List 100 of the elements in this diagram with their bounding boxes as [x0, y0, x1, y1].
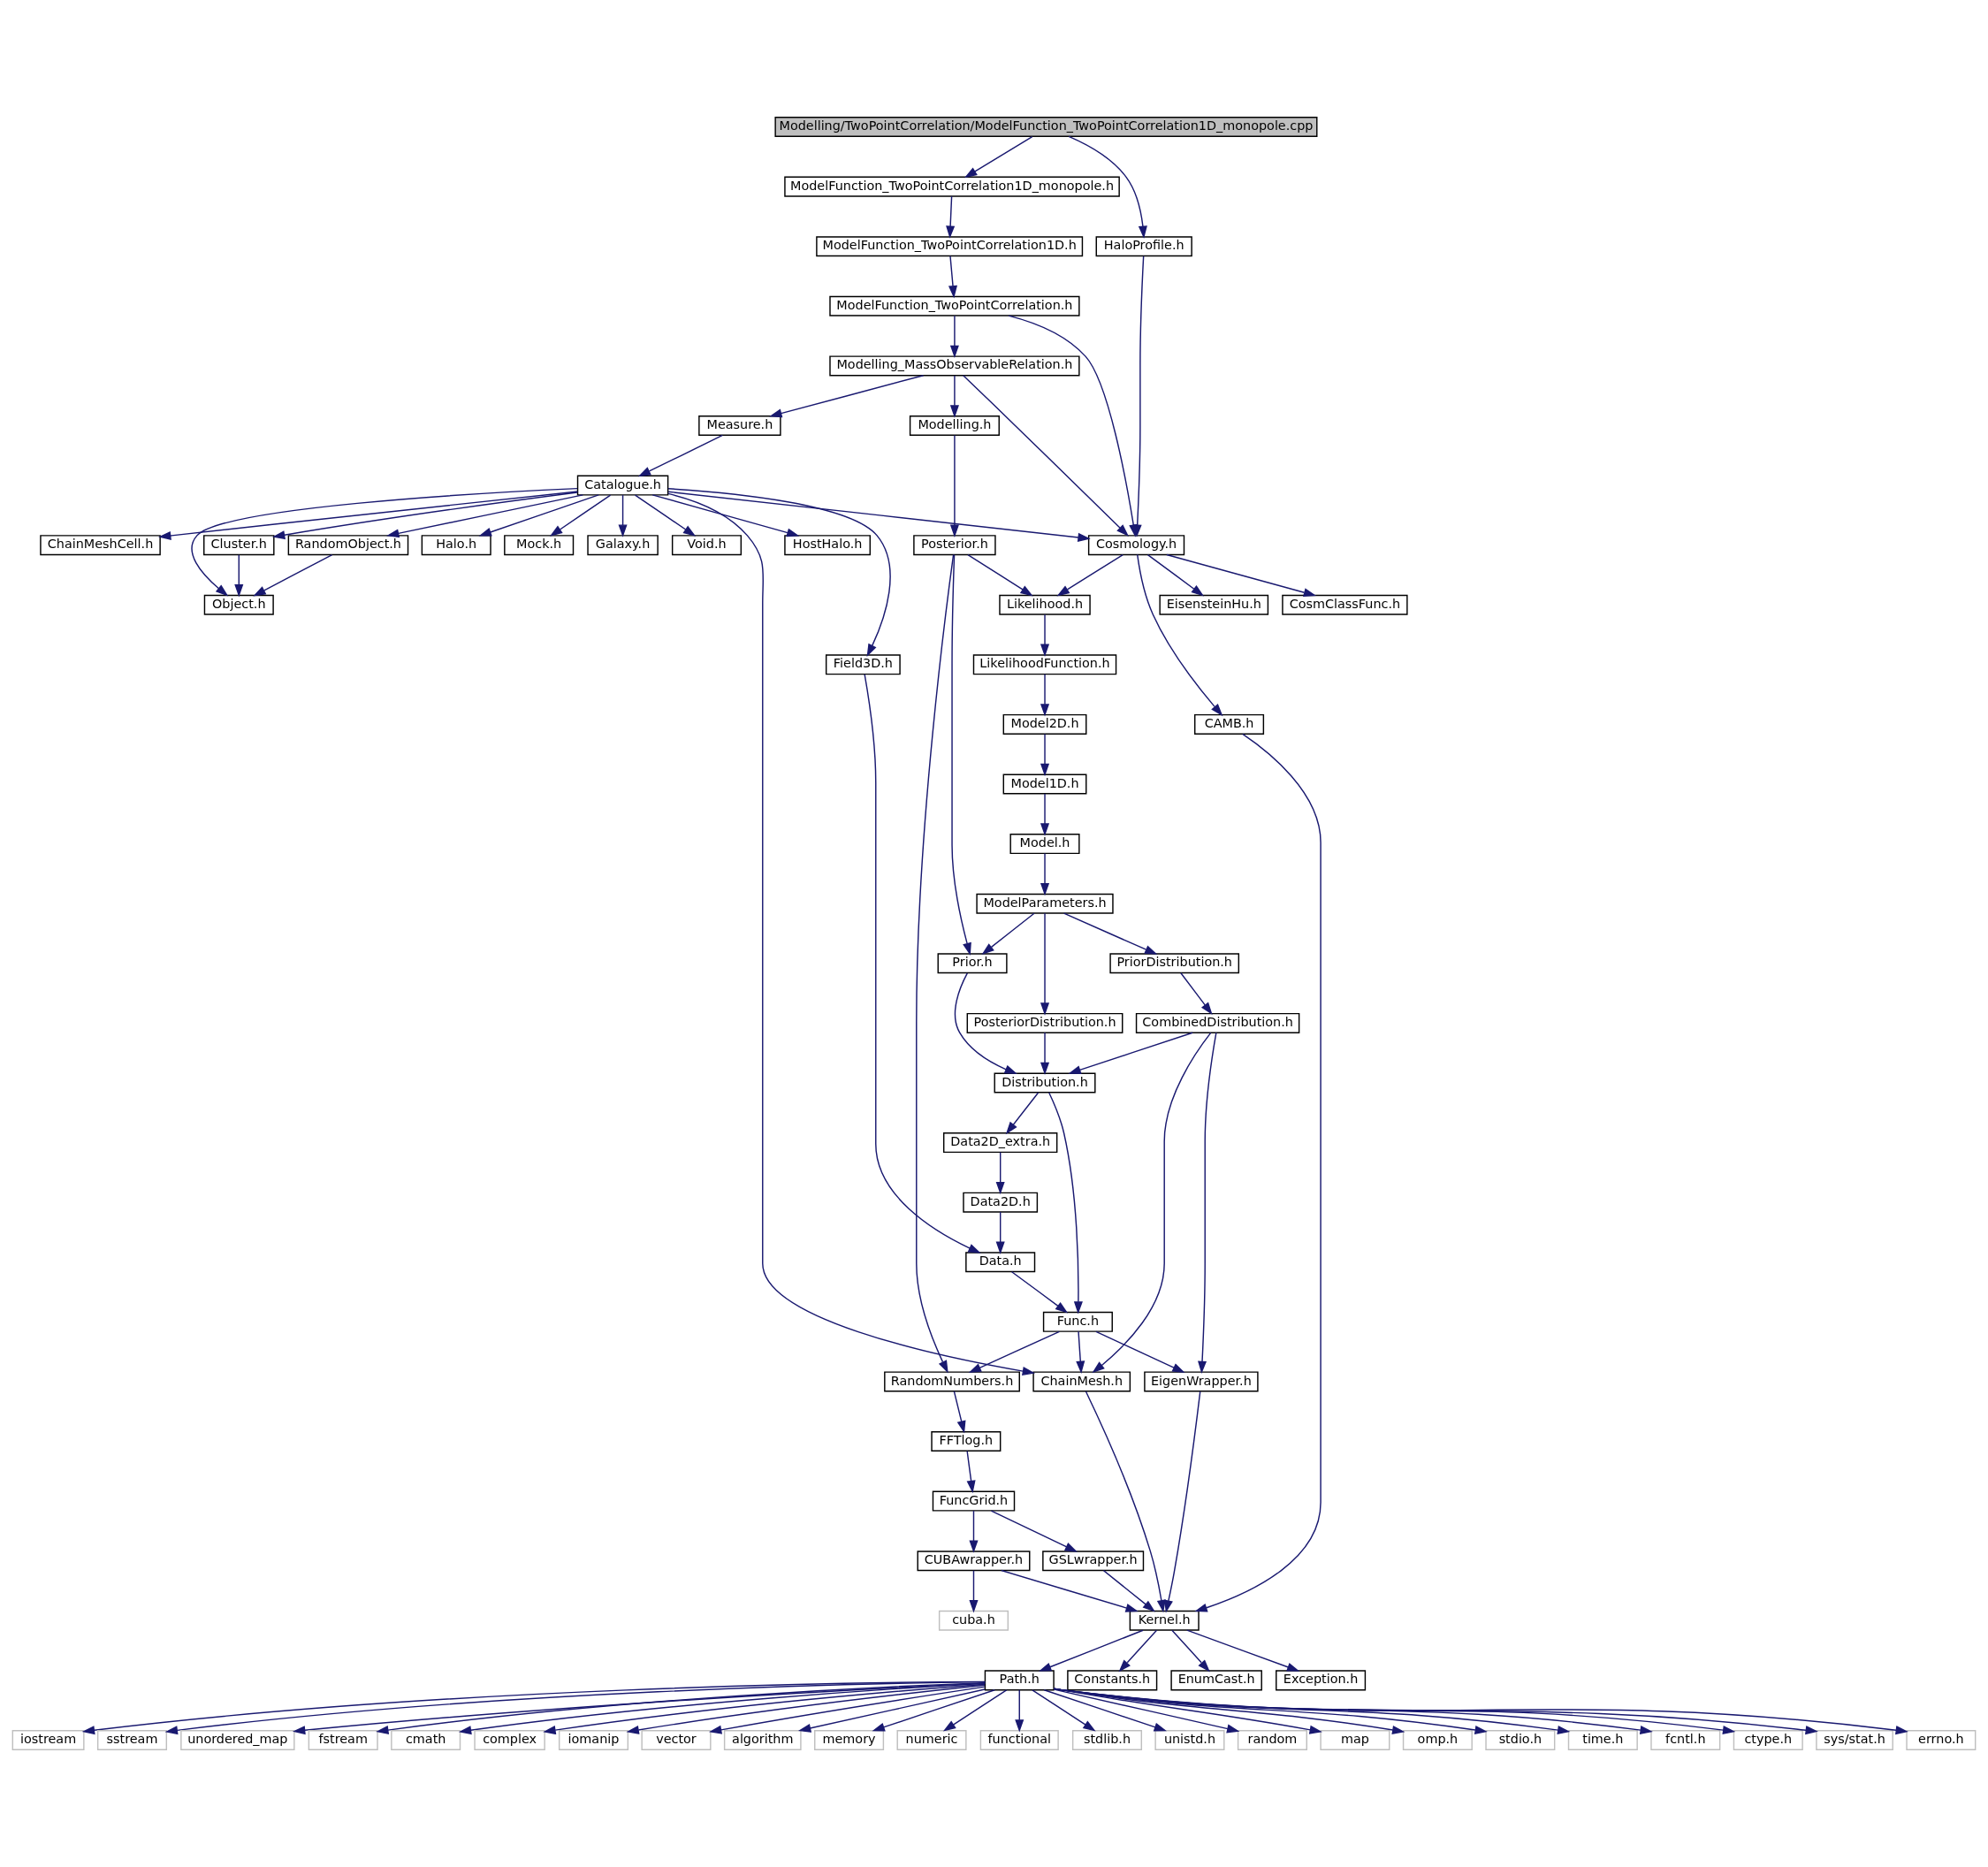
- node-box: LikelihoodFunction.h: [972, 654, 1117, 675]
- node-box: omp.h: [1402, 1729, 1473, 1750]
- arrow: [981, 912, 1035, 956]
- node-box: FuncGrid.h: [932, 1490, 1016, 1512]
- arrow: [1048, 1092, 1083, 1315]
- arrow: [1056, 553, 1123, 597]
- node-box: CUBAwrapper.h: [917, 1551, 1031, 1572]
- node-box: HaloProfile.h: [1095, 236, 1192, 257]
- node-box: Data.h: [965, 1252, 1036, 1273]
- arrow: [967, 553, 1033, 597]
- node-box: Mock.h: [504, 535, 575, 556]
- node-box: sys/stat.h: [1816, 1729, 1893, 1750]
- arrow: [1171, 1629, 1210, 1673]
- node-box: map: [1320, 1729, 1390, 1750]
- arrow: [667, 491, 1091, 542]
- arrow: [954, 972, 1017, 1074]
- arrow: [864, 674, 981, 1254]
- arrow: [1092, 1032, 1212, 1374]
- node-box: Model.h: [1009, 834, 1080, 855]
- node-box: ChainMeshCell.h: [40, 535, 161, 556]
- node-box: stdio.h: [1485, 1729, 1556, 1750]
- arrow: [1164, 1391, 1201, 1613]
- arrow: [969, 1569, 979, 1613]
- node-box: CombinedDistribution.h: [1135, 1012, 1300, 1033]
- arrow: [1040, 613, 1050, 657]
- node-box: ModelFunction_TwoPointCorrelation.h: [829, 295, 1080, 316]
- arrow: [797, 1688, 986, 1733]
- arrow: [1001, 1569, 1139, 1612]
- node-box: sstream: [96, 1729, 168, 1750]
- arrow: [1085, 1391, 1166, 1613]
- arrow: [1005, 1092, 1040, 1135]
- arrow: [969, 1510, 979, 1553]
- arrow: [995, 1151, 1005, 1195]
- arrow: [549, 494, 612, 537]
- node-box: stdlib.h: [1071, 1729, 1143, 1750]
- node-box: ChainMesh.h: [1032, 1371, 1131, 1392]
- arrow: [963, 375, 1130, 537]
- node-box: ModelParameters.h: [976, 893, 1114, 914]
- arrow: [1068, 1032, 1193, 1075]
- arrow: [1053, 1688, 1322, 1734]
- arrow: [158, 491, 579, 540]
- node-box: algorithm: [723, 1729, 802, 1750]
- arrow: [942, 1689, 1008, 1732]
- node-box: Constants.h: [1067, 1670, 1158, 1691]
- arrow: [1053, 1688, 1488, 1734]
- node-box: unordered_map: [180, 1729, 295, 1750]
- arrow: [637, 434, 724, 477]
- node-box: Prior.h: [937, 953, 1008, 974]
- node-box: iomanip: [558, 1729, 629, 1750]
- arrow: [1053, 1688, 1405, 1734]
- arrow: [1146, 553, 1205, 597]
- arrow: [253, 553, 333, 597]
- node-box: complex: [474, 1729, 545, 1750]
- node-box: Modelling_MassObservableRelation.h: [829, 355, 1080, 377]
- arrow: [1040, 852, 1050, 896]
- arrow: [651, 494, 800, 537]
- arrow: [946, 195, 956, 239]
- arrow: [271, 492, 578, 540]
- node-box: EisensteinHu.h: [1159, 594, 1269, 615]
- arrow: [1166, 553, 1317, 597]
- arrow: [1102, 1569, 1155, 1612]
- arrow: [708, 1686, 986, 1734]
- node-box: time.h: [1567, 1729, 1638, 1750]
- arrow: [478, 494, 599, 537]
- node-box: cuba.h: [938, 1610, 1009, 1631]
- arrow: [626, 1684, 986, 1734]
- arrow: [1118, 1629, 1158, 1673]
- node-box: cmath: [391, 1729, 461, 1750]
- node-box: Void.h: [671, 535, 743, 556]
- node-box: Object.h: [203, 594, 274, 615]
- node-box: iostream: [11, 1729, 85, 1750]
- node-box: Measure.h: [698, 415, 781, 436]
- arrow: [618, 494, 628, 537]
- arrow: [964, 135, 1033, 179]
- arrow: [1063, 912, 1158, 955]
- node-box: ModelFunction_TwoPointCorrelation1D_monopole.h: [784, 176, 1120, 197]
- node-box: random: [1237, 1729, 1307, 1750]
- node-box: Data2D_extra.h: [943, 1132, 1058, 1154]
- arrow: [769, 375, 925, 418]
- arrow: [1040, 1032, 1050, 1076]
- node-box: RandomObject.h: [287, 535, 409, 556]
- node-box: CAMB.h: [1194, 713, 1265, 735]
- arrow: [667, 488, 891, 657]
- node-box: errno.h: [1906, 1729, 1977, 1750]
- arrow: [1198, 1032, 1217, 1375]
- arrow: [968, 1330, 1061, 1373]
- arrow: [1040, 674, 1050, 717]
- arrow: [949, 434, 959, 537]
- node-box: Cluster.h: [203, 535, 275, 556]
- node-box: Field3D.h: [825, 654, 901, 675]
- arrow: [1068, 135, 1147, 239]
- node-box: functional: [979, 1729, 1059, 1750]
- arrow: [543, 1683, 986, 1735]
- node-box: RandomNumbers.h: [884, 1371, 1020, 1392]
- arrow: [234, 553, 244, 598]
- node-box: Path.h: [984, 1670, 1055, 1691]
- node-box: FFTlog.h: [931, 1431, 1002, 1452]
- node-box: fcntl.h: [1650, 1729, 1721, 1750]
- arrow: [1040, 733, 1050, 777]
- arrow: [916, 553, 955, 1374]
